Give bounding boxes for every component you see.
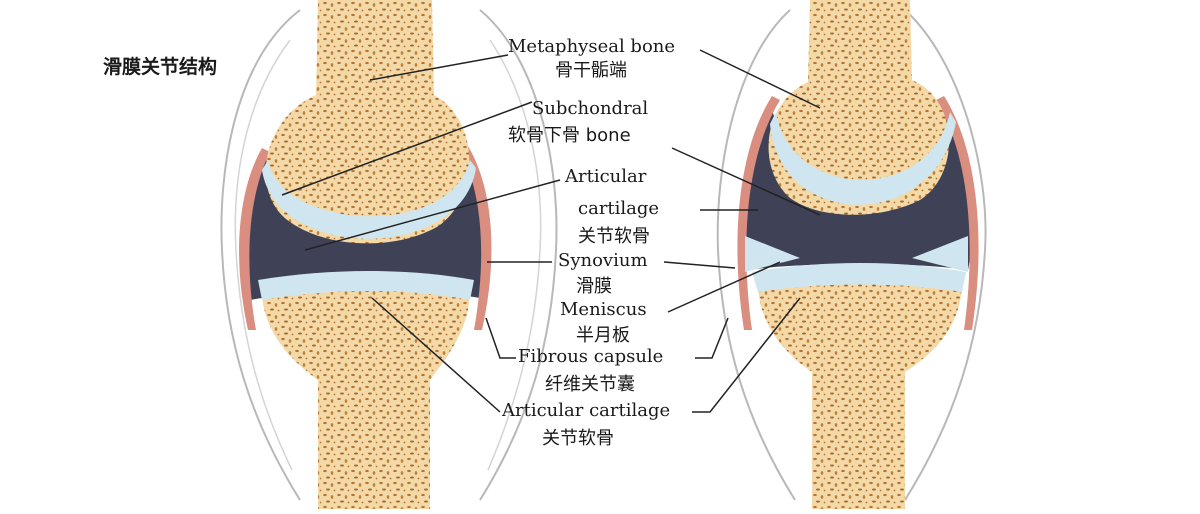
left-upper-cartilage — [262, 160, 476, 239]
left-lower-cartilage — [258, 271, 474, 300]
label-fibrous-capsule-zh: 纤维关节囊 — [545, 374, 635, 395]
label-subchondral: Subchondral — [532, 98, 649, 119]
leader-metaphyseal-right — [699, 49, 821, 109]
right-meniscus-left — [745, 236, 800, 272]
leader-subchondral-left — [281, 101, 533, 196]
left-capsule-outline — [220, 9, 301, 501]
label-subchondral-zh: 软骨下骨 bone — [508, 125, 631, 146]
right-upper-cartilage — [770, 112, 956, 205]
leader-fibrous-left — [485, 317, 516, 359]
right-lower-bone — [758, 274, 962, 509]
label-articular: Articular — [565, 166, 647, 187]
label-metaphyseal-bone-zh: 骨干骺端 — [555, 60, 627, 81]
right-joint — [716, 0, 987, 509]
leader-articular-left — [304, 179, 561, 251]
label-articular-cartilage-zh: 关节软骨 — [578, 226, 650, 247]
label-synovium-zh: 滑膜 — [576, 276, 612, 297]
label-meniscus-zh: 半月板 — [576, 325, 630, 346]
leader-synovium-right — [663, 261, 736, 269]
leader-articular-bottom-right — [692, 297, 801, 413]
leader-lines — [281, 49, 821, 413]
label-cartilage: cartilage — [578, 198, 660, 219]
left-lower-bone — [262, 282, 470, 509]
label-synovium: Synovium — [558, 250, 648, 271]
right-meniscus-right — [912, 236, 968, 272]
leader-meniscus — [667, 261, 781, 313]
right-lower-cartilage — [752, 263, 966, 292]
label-fibrous-capsule: Fibrous capsule — [518, 346, 664, 367]
right-synovium — [737, 96, 780, 330]
leader-articular-bottom-left — [371, 297, 501, 413]
diagram-title: 滑膜关节结构 — [103, 56, 218, 78]
right-upper-bone — [768, 0, 950, 215]
label-metaphyseal-bone: Metaphyseal bone — [508, 36, 676, 57]
label-articular-cartilage-bottom-zh: 关节软骨 — [542, 428, 614, 449]
leader-fibrous-right — [695, 317, 729, 359]
label-meniscus: Meniscus — [560, 299, 647, 320]
leader-metaphyseal-left — [369, 54, 509, 81]
left-synovium — [239, 148, 270, 330]
label-articular-cartilage-bottom: Articular cartilage — [502, 400, 671, 421]
leader-subchondral-right — [671, 147, 821, 216]
